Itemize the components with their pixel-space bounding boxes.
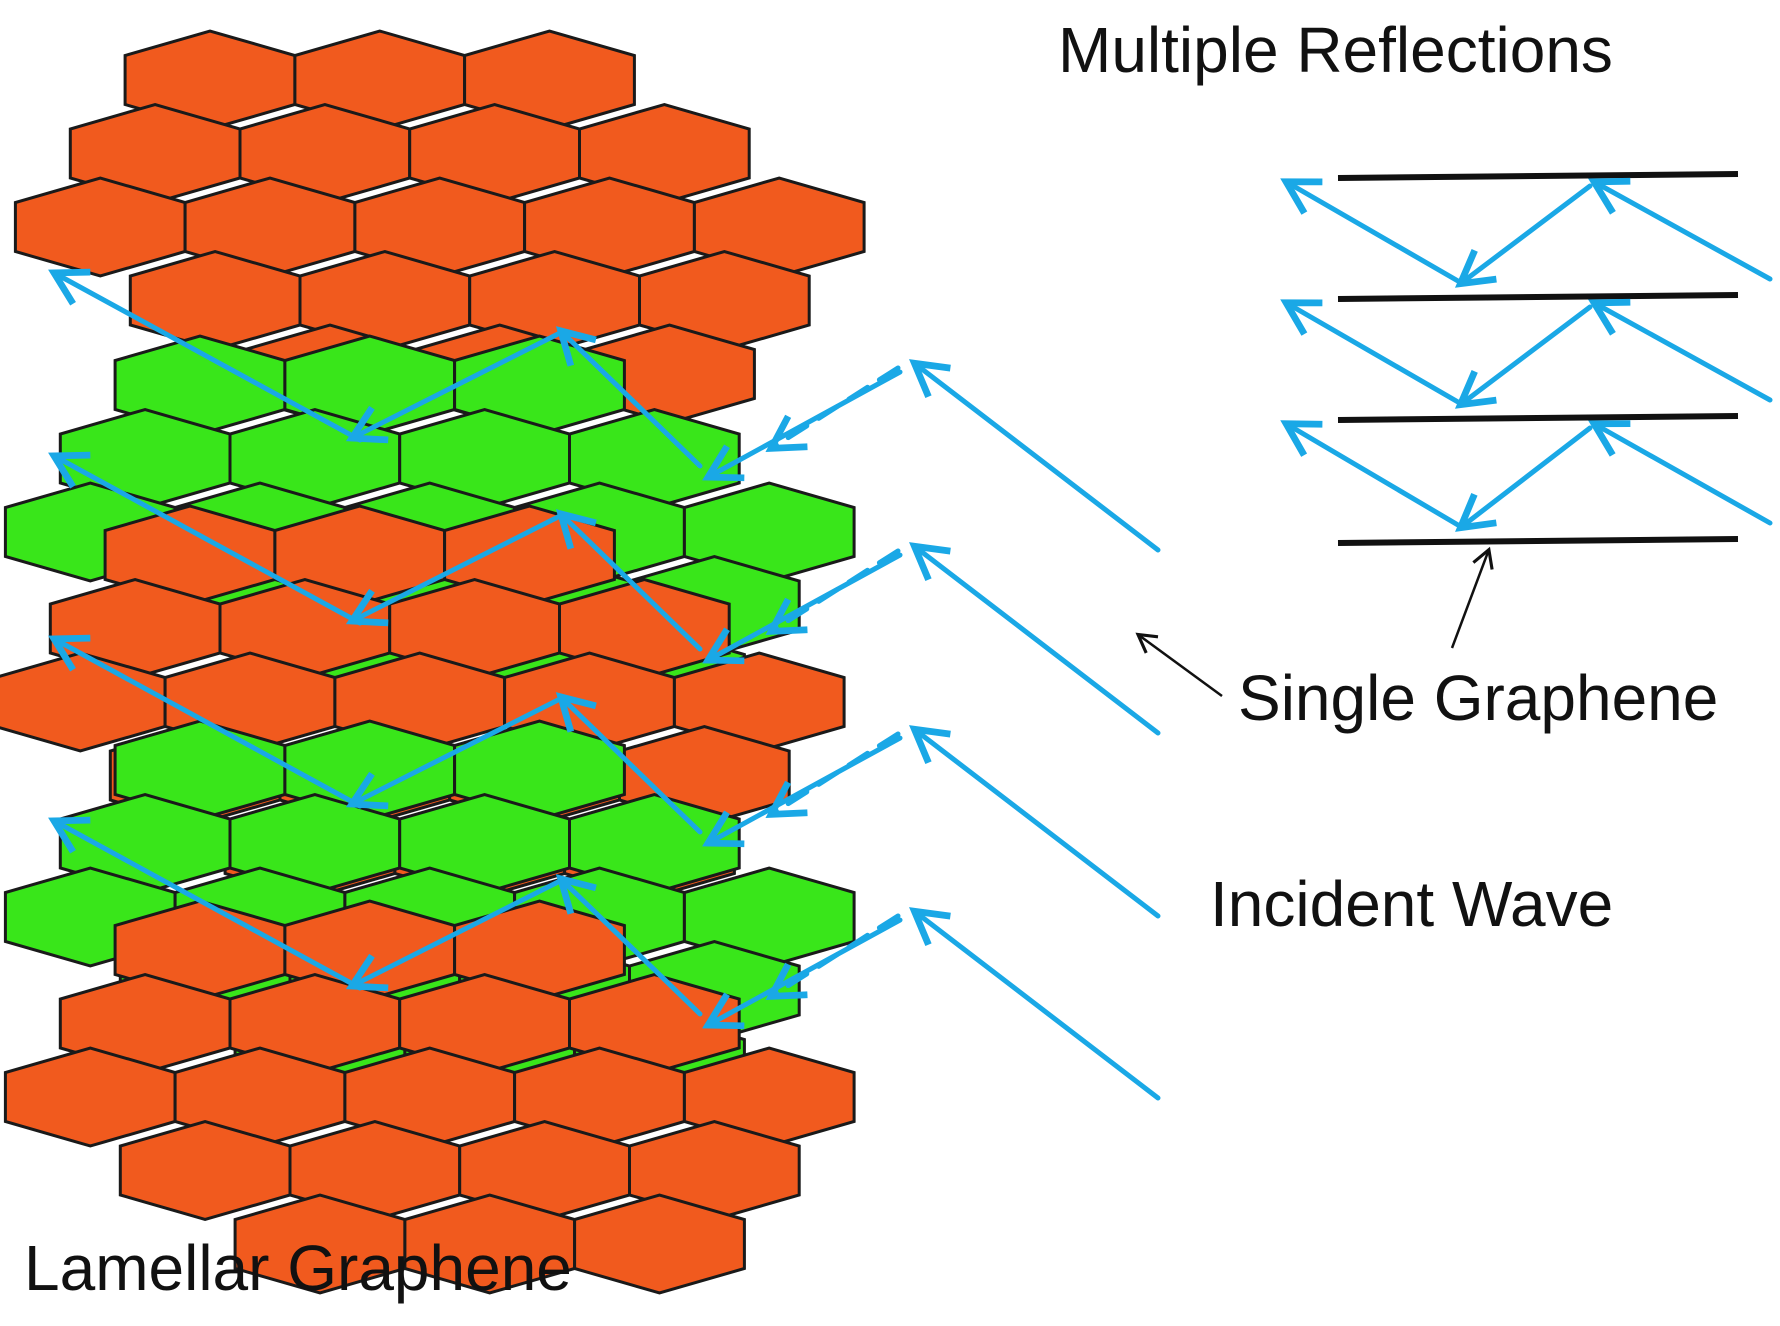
incident-wave-arrow (909, 542, 1161, 736)
outgoing-ray (1280, 299, 1461, 405)
reflection-path-3 (1280, 420, 1773, 532)
hexagon-cell (628, 1119, 801, 1222)
reflected-ray (1454, 304, 1593, 409)
lamellar-graphene-label: Lamellar Graphene (24, 1232, 572, 1304)
reflected-arrow (555, 326, 703, 469)
hexagon-cell (568, 972, 741, 1075)
reflected-arrow (345, 330, 563, 444)
hexagon-cell (573, 1193, 746, 1295)
hexagon-cell (682, 1046, 856, 1148)
hexagon-cell (672, 651, 846, 753)
hexagon-cell (638, 249, 811, 352)
reflection-path-1 (1280, 177, 1773, 288)
single-graphene-line (1337, 536, 1739, 546)
incident-wave-arrow (909, 725, 1161, 919)
hexagon-cell (453, 899, 626, 1001)
hexagon-cell (568, 792, 741, 895)
reflected-arrow (555, 509, 703, 652)
single-graphene-line (1337, 413, 1739, 423)
reflected-ray (1454, 183, 1593, 288)
hexagon-cell (463, 29, 636, 131)
reflected-arrow (702, 369, 903, 482)
hexagon-cell (682, 481, 856, 583)
reflected-arrow (702, 917, 903, 1030)
outgoing-ray (1280, 420, 1461, 528)
multiple-reflections-label: Multiple Reflections (1058, 14, 1613, 86)
reflected-ray (1455, 425, 1593, 532)
hexagon-cell (568, 407, 741, 510)
graphene-layers (0, 29, 866, 1295)
reflected-arrow (555, 874, 703, 1017)
incident-wave-arrow (909, 359, 1161, 553)
outgoing-ray (1280, 178, 1461, 284)
reflected-arrow (345, 513, 563, 627)
outgoing-wave-arrow (48, 634, 363, 809)
single-graphene-line (1337, 171, 1739, 181)
wave-path-3 (48, 634, 1161, 919)
reflected-arrow (345, 878, 563, 992)
reflection-path-2 (1280, 298, 1773, 409)
graphene-layer-5 (3, 899, 856, 1295)
outgoing-wave-arrow (48, 268, 363, 443)
single-graphene-line (1337, 292, 1739, 302)
outgoing-wave-arrow (48, 451, 363, 626)
incident-ray (1588, 420, 1773, 526)
incident-wave-label: Incident Wave (1210, 868, 1614, 940)
reflected-arrow (345, 696, 563, 810)
reflected-arrow (702, 552, 903, 665)
hexagon-cell (692, 176, 866, 278)
single-graphene-pointer (1135, 632, 1223, 698)
reflected-arrow (555, 692, 703, 835)
single-graphene-label: Single Graphene (1238, 662, 1719, 734)
wave-path-1 (48, 268, 1161, 553)
incident-wave-arrow (909, 907, 1161, 1101)
wave-path-4 (48, 816, 1161, 1101)
wave-path-2 (48, 451, 1161, 736)
schematic-line-pointer (1450, 546, 1494, 649)
wave-arrows (48, 268, 1161, 1101)
hexagon-cell (578, 102, 751, 205)
outgoing-wave-arrow (48, 816, 363, 991)
incident-ray (1588, 298, 1773, 403)
multiple-reflections-schematic (1280, 171, 1773, 546)
incident-ray (1588, 177, 1773, 282)
reflected-arrow (702, 735, 903, 848)
hexagon-cell (453, 719, 626, 821)
